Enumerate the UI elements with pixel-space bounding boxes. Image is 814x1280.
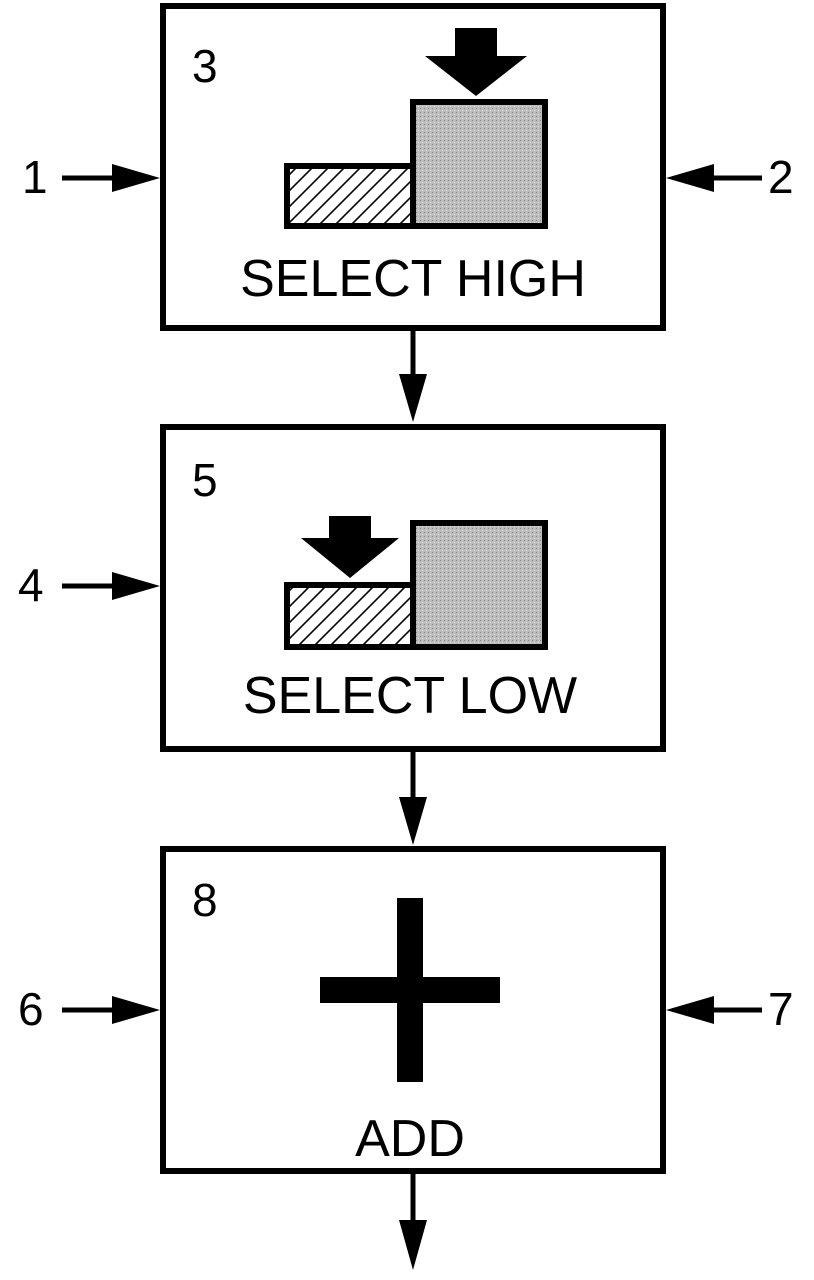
input-1-label: 1 <box>22 151 48 203</box>
add-number: 8 <box>192 874 218 926</box>
low-bar <box>284 163 416 229</box>
add-label: ADD <box>355 1110 465 1168</box>
input-6-arrowhead <box>112 996 160 1024</box>
select-high-icon <box>284 28 548 229</box>
input-2-label: 2 <box>768 151 794 203</box>
select-low-label: SELECT LOW <box>243 667 577 725</box>
connector-high-to-low-arrowhead <box>399 374 427 422</box>
input-4-arrowhead <box>112 572 160 600</box>
select-high-label: SELECT HIGH <box>240 250 586 308</box>
select-low-block: 5 SELECT LOW <box>160 424 666 752</box>
select-high-block: 3 SELECT HIGH <box>160 3 666 331</box>
input-2-arrowhead <box>666 164 714 192</box>
output-arrowhead <box>399 1220 427 1270</box>
high-bar <box>410 520 548 650</box>
plus-icon <box>320 898 500 1082</box>
low-bar <box>284 582 416 650</box>
select-low-icon <box>284 516 548 650</box>
high-bar <box>410 99 548 229</box>
connector-low-to-add-arrowhead <box>399 797 427 845</box>
input-4-label: 4 <box>18 559 44 611</box>
add-block: 8 ADD <box>160 846 666 1174</box>
input-1-arrowhead <box>112 164 160 192</box>
down-arrow-icon <box>301 516 399 578</box>
down-arrow-icon <box>425 28 527 96</box>
input-7-label: 7 <box>768 983 794 1035</box>
input-6-label: 6 <box>18 983 44 1035</box>
select-high-number: 3 <box>192 40 218 92</box>
input-7-arrowhead <box>666 996 714 1024</box>
select-low-number: 5 <box>192 454 218 506</box>
